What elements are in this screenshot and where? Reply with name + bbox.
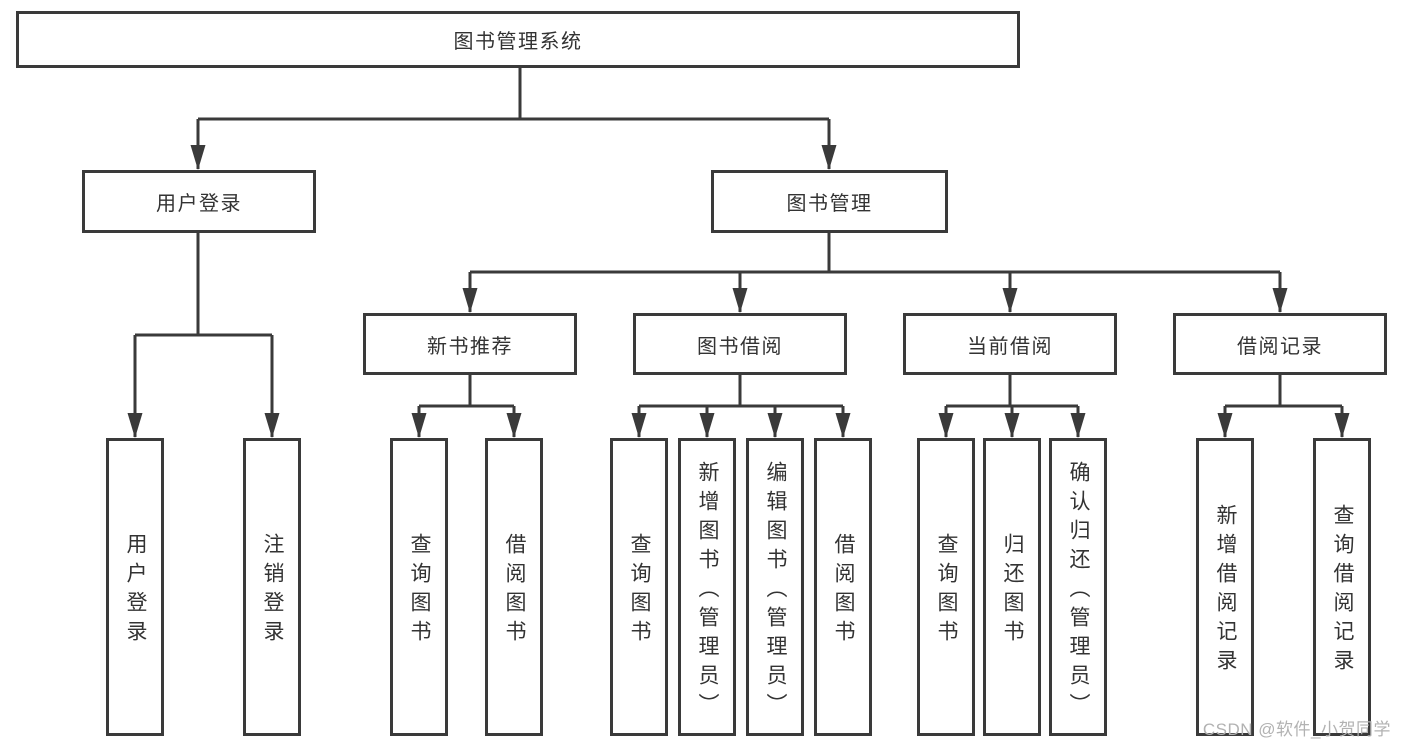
node-label: 图书管理 xyxy=(786,193,873,215)
node-label: 查询图书 xyxy=(628,533,651,649)
leaf-return-books: 归还图书 xyxy=(983,438,1041,736)
node-label: 查询图书 xyxy=(935,533,958,649)
csdn-watermark: CSDN @软件_小贺同学 xyxy=(1202,720,1391,739)
leaf-user-login: 用户登录 xyxy=(106,438,164,736)
node-label: 图书借阅 xyxy=(697,335,783,358)
node-label: 确认归还（管理员） xyxy=(1067,460,1090,722)
node-label: 当前借阅 xyxy=(967,335,1053,358)
arrow-down-icon xyxy=(699,413,715,438)
node-label: 借阅图书 xyxy=(503,533,526,649)
node-label: 新增借阅记录 xyxy=(1214,504,1237,678)
node-label: 借阅图书 xyxy=(832,533,855,649)
arrow-down-icon xyxy=(1002,288,1018,313)
node-label: 新增图书（管理员） xyxy=(696,460,719,722)
leaf-confirm-return-admin: 确认归还（管理员） xyxy=(1049,438,1107,736)
arrow-down-icon xyxy=(190,145,206,170)
node-label: 归还图书 xyxy=(1001,533,1024,649)
node-label: 新书推荐 xyxy=(427,335,513,358)
leaf-logout: 注销登录 xyxy=(243,438,301,736)
arrow-down-icon xyxy=(411,413,427,438)
leaf-query-borrow-record: 查询借阅记录 xyxy=(1313,438,1371,736)
arrow-down-icon xyxy=(938,413,954,438)
arrow-down-icon xyxy=(506,413,522,438)
arrow-down-icon xyxy=(1070,413,1086,438)
arrow-down-icon xyxy=(1004,413,1020,438)
node-user-login-module: 用户登录 xyxy=(82,170,316,233)
arrow-down-icon xyxy=(1217,413,1233,438)
arrow-down-icon xyxy=(264,413,280,438)
arrow-down-icon xyxy=(821,145,837,170)
node-label: 借阅记录 xyxy=(1237,335,1323,358)
leaf-borrow-books: 借阅图书 xyxy=(814,438,872,736)
leaf-query-books: 查询图书 xyxy=(610,438,668,736)
node-label: 查询图书 xyxy=(408,533,431,649)
connector-paths xyxy=(133,68,1344,437)
node-label: 用户登录 xyxy=(156,193,242,215)
arrow-down-icon xyxy=(732,288,748,313)
leaf-add-borrow-record: 新增借阅记录 xyxy=(1196,438,1254,736)
node-root-system: 图书管理系统 xyxy=(16,11,1020,68)
node-label: 注销登录 xyxy=(261,533,284,649)
leaf-borrow-books: 借阅图书 xyxy=(485,438,543,736)
node-label: 用户登录 xyxy=(124,533,147,649)
arrow-down-icon xyxy=(462,288,478,313)
arrow-down-icon xyxy=(835,413,851,438)
node-current-borrow: 当前借阅 xyxy=(903,313,1117,375)
node-label: 编辑图书（管理员） xyxy=(764,460,787,722)
arrow-down-icon xyxy=(1272,288,1288,313)
arrow-down-icon xyxy=(1334,413,1350,438)
node-book-borrow: 图书借阅 xyxy=(633,313,847,375)
node-label: 查询借阅记录 xyxy=(1331,504,1354,678)
leaf-query-books: 查询图书 xyxy=(917,438,975,736)
arrow-down-icon xyxy=(127,413,143,438)
arrow-down-icon xyxy=(631,413,647,438)
leaf-edit-books-admin: 编辑图书（管理员） xyxy=(746,438,804,736)
node-label: 图书管理系统 xyxy=(453,31,583,53)
node-new-book-recommend: 新书推荐 xyxy=(363,313,577,375)
arrow-down-icon xyxy=(767,413,783,438)
leaf-add-books-admin: 新增图书（管理员） xyxy=(678,438,736,736)
node-borrow-records: 借阅记录 xyxy=(1173,313,1387,375)
node-book-management-module: 图书管理 xyxy=(711,170,948,233)
leaf-query-books: 查询图书 xyxy=(390,438,448,736)
